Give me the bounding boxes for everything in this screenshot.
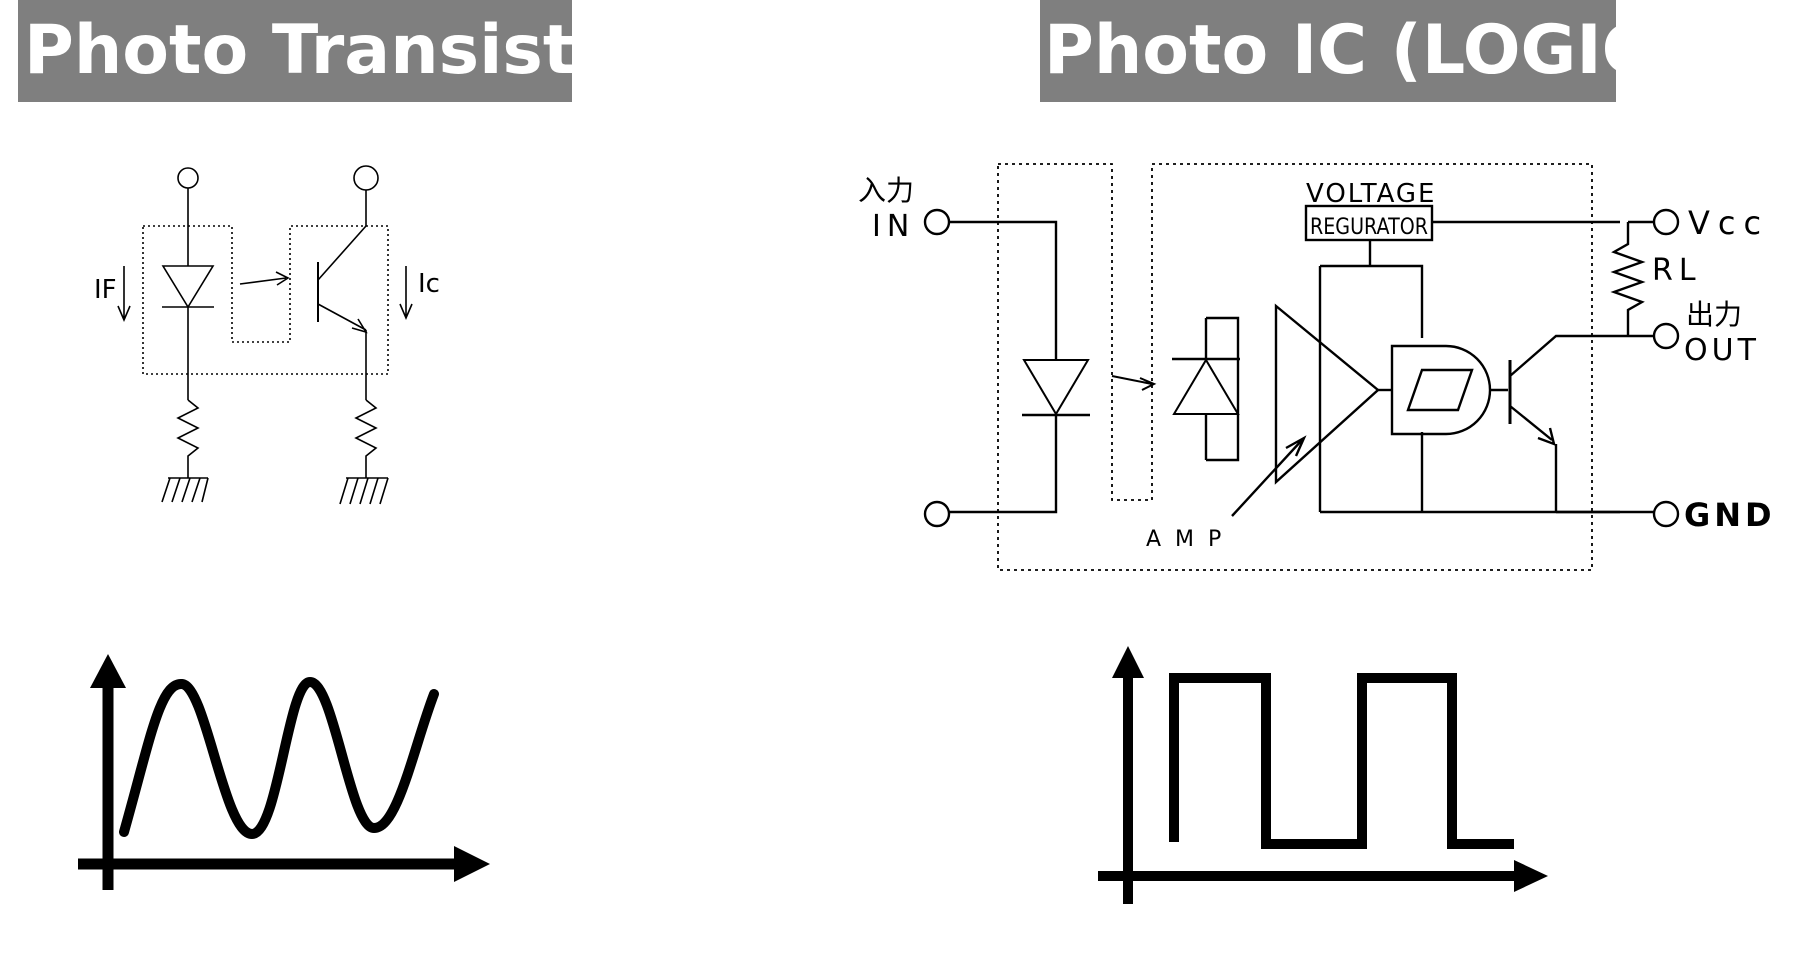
input-en-label: IN xyxy=(872,209,915,244)
input-return-terminal xyxy=(923,500,951,528)
vcc-terminal xyxy=(1652,208,1680,236)
rl-label: RL xyxy=(1652,253,1702,288)
if-label: IF xyxy=(94,275,117,305)
square-waveform-graph xyxy=(1098,646,1548,904)
load-resistor xyxy=(1610,222,1646,336)
amp-label: AMP xyxy=(1146,527,1235,552)
output-jp-label: 出力 xyxy=(1686,298,1742,331)
photo-ic-circuit xyxy=(923,163,1680,571)
regulator-label: REGURATOR xyxy=(1310,215,1428,240)
led-ground-icon xyxy=(161,477,209,503)
square-x-arrowhead xyxy=(1514,860,1548,892)
collector-resistor xyxy=(354,399,378,478)
amp-adjust-arrow xyxy=(1231,435,1307,517)
square-y-arrowhead xyxy=(1112,646,1144,678)
ic-label: Ic xyxy=(418,269,440,299)
sine-y-arrowhead xyxy=(90,654,126,688)
output-en-label: OUT xyxy=(1684,333,1760,368)
vcc-label: Vcc xyxy=(1688,204,1769,242)
sine-x-arrowhead xyxy=(454,846,490,882)
collector-ground-icon xyxy=(339,477,389,505)
light-arrow-icon xyxy=(239,271,290,286)
ic-light-arrow-icon xyxy=(1111,375,1157,391)
sine-waveform-graph xyxy=(78,654,490,890)
if-arrow-icon xyxy=(117,266,131,323)
square-wave xyxy=(1169,673,1514,849)
gnd-terminal xyxy=(1652,500,1680,528)
photo-transistor-title: Photo Transistor xyxy=(18,0,572,102)
schmitt-gate xyxy=(1390,344,1492,436)
photodiode-triangle xyxy=(1172,358,1240,415)
hysteresis-icon xyxy=(1406,368,1474,412)
input-terminal xyxy=(923,208,951,236)
led-resistor xyxy=(176,399,200,478)
photo-ic-title: Photo IC (LOGIC) xyxy=(1040,0,1616,102)
amp-triangle xyxy=(1274,303,1380,485)
collector-terminal xyxy=(353,165,379,191)
gnd-label: GND xyxy=(1684,496,1776,534)
out-terminal xyxy=(1652,322,1680,350)
led-triangle xyxy=(161,265,215,309)
ic-arrow-icon xyxy=(399,266,413,321)
transistor-package-outline xyxy=(142,225,389,375)
photo-transistor-circuit xyxy=(117,165,413,505)
input-jp-label: 入力 xyxy=(858,174,914,207)
sine-curve xyxy=(119,676,439,840)
voltage-label: VOLTAGE xyxy=(1306,179,1436,209)
led-anode-terminal xyxy=(177,167,199,189)
ic-package-outline xyxy=(997,163,1593,571)
input-led-triangle xyxy=(1022,359,1090,416)
output-emitter-arrow xyxy=(1537,427,1556,446)
